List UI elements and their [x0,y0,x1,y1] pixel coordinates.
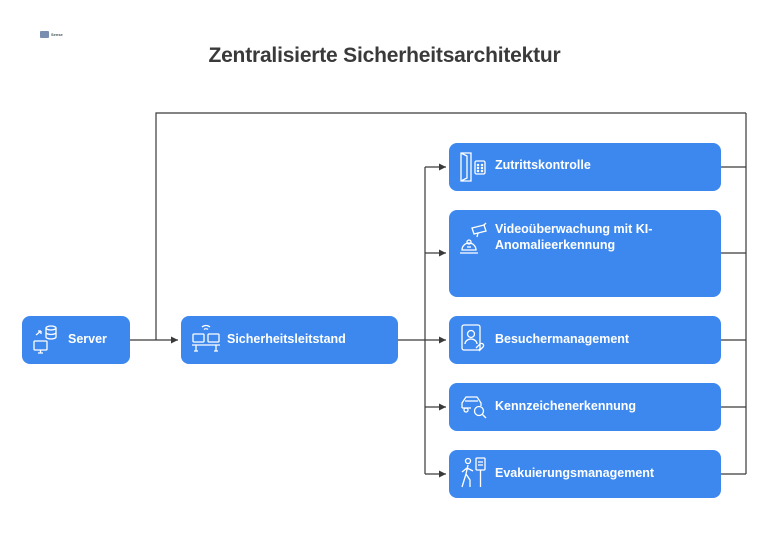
logo-text: Sense [51,32,63,37]
page-title: Zentralisierte Sicherheitsarchitektur [208,44,561,67]
node-sicherheitsleitstand[interactable]: Sicherheitsleitstand [181,316,398,364]
car-search-icon [461,396,487,419]
node-zutrittskontrolle[interactable]: Zutrittskontrolle [449,143,721,191]
security-camera-icon [460,222,487,254]
node-label: Server [68,332,107,346]
evacuation-icon [461,457,486,488]
node-label: Sicherheitsleitstand [227,332,346,346]
visitor-badge-icon [461,324,485,352]
logo: Sense [40,31,63,38]
logo-mark-icon [40,31,49,38]
node-server[interactable]: Server [22,316,130,364]
node-label: Kennzeichenerkennung [495,399,636,413]
feedback-line [155,112,746,340]
control-room-icon [192,324,220,352]
node-besuchermanagement[interactable]: Besuchermanagement [449,316,721,364]
node-label: Evakuierungsmanagement [495,466,655,480]
node-label: Besuchermanagement [495,332,630,346]
node-label: Zutrittskontrolle [495,158,591,172]
node-kennzeichenerkennung[interactable]: Kennzeichenerkennung [449,383,721,431]
node-evakuierungsmanagement[interactable]: Evakuierungsmanagement [449,450,721,498]
node-videoueberwachung[interactable]: Videoüberwachung mit KI-Anomalieerkennun… [449,210,721,297]
door-keypad-icon [460,152,486,182]
server-database-icon [33,325,57,354]
node-label: Videoüberwachung mit KI-Anomalieerkennun… [495,222,653,252]
